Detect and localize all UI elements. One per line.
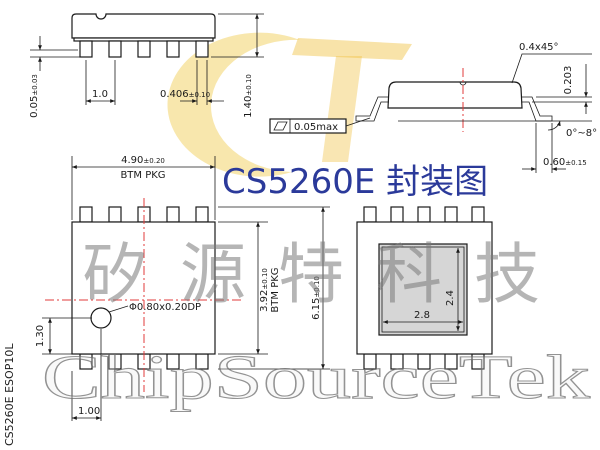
span-value: 6.15 [311, 298, 322, 320]
lead [79, 40, 93, 58]
lead [166, 40, 180, 58]
lead [444, 206, 458, 223]
lead [471, 206, 485, 223]
chamfer-dimension: 0.4x45° [519, 42, 559, 53]
lead [108, 40, 122, 58]
watermark-english: ChipSourceTek [42, 344, 590, 412]
pad-width-dimension: 2.8 [414, 310, 430, 321]
foot-length-value: 0.60 [543, 157, 565, 168]
angle-arc [547, 120, 561, 131]
standoff-dimension: 0.05±0.03 [29, 74, 40, 118]
lead [195, 206, 209, 223]
length-dimension: 4.90±0.20 [121, 155, 165, 166]
thermal-pad [378, 243, 468, 336]
standoff-tolerance: ±0.03 [31, 74, 39, 95]
length-tolerance: ±0.20 [143, 157, 164, 165]
lead [137, 40, 151, 58]
lead-left-outline [355, 96, 389, 122]
lead [166, 206, 180, 223]
bottom-view: 2.8 2.4 [356, 206, 493, 370]
lead [390, 206, 404, 223]
lead-width-value: 0.406 [160, 89, 189, 100]
pin1-dot-side [459, 81, 467, 86]
standoff-value: 0.05 [29, 96, 40, 118]
height-value: 1.40 [243, 96, 254, 118]
lead-right-outline [522, 96, 553, 122]
width-dimension: 3.92±0.10 [259, 268, 270, 312]
length-value: 4.90 [121, 155, 143, 166]
lead [363, 206, 377, 223]
flatness-value: 0.05max [294, 122, 338, 133]
lead-width-tolerance: ±0.10 [189, 91, 210, 99]
lead [108, 206, 122, 223]
foot-length-dimension: 0.60±0.15 [543, 157, 587, 168]
width-value: 3.92 [259, 290, 270, 312]
chamfer-leader [511, 53, 592, 84]
span-tolerance: ±0.10 [313, 276, 321, 297]
angle-dimension: 0°~8° [566, 128, 597, 139]
logo-crescent [167, 32, 300, 177]
span-dimension: 6.15±0.10 [311, 276, 322, 320]
width-note: BTM PKG [270, 267, 281, 312]
lead-thickness-dimension: 0.203 [563, 66, 574, 95]
logo-t-stem [322, 56, 362, 162]
logo-watermark [167, 32, 412, 177]
part-number-label: CS5260E ESOP10L [3, 343, 16, 446]
height-tolerance: ±0.10 [245, 74, 253, 95]
length-note: BTM PKG [120, 170, 165, 181]
thermal-pad-inner [381, 246, 465, 333]
pad-height-dimension: 2.4 [445, 290, 456, 306]
lead [195, 40, 209, 58]
lead-width-dimension: 0.406±0.10 [160, 89, 210, 100]
side-view: 0.4x45° 0.203 0°~8° 0.60±0.15 0.05max [269, 42, 597, 173]
pitch-dimension: 1.0 [92, 89, 108, 100]
lead [417, 206, 431, 223]
pin1-offset-x-dimension: 1.00 [78, 406, 100, 417]
lead [79, 206, 93, 223]
width-tolerance: ±0.10 [261, 268, 269, 289]
package-body-front [71, 13, 216, 39]
height-dimension: 1.40±0.10 [243, 74, 254, 118]
pin1-leader [108, 305, 129, 313]
package-body-side [387, 81, 523, 109]
page-title: CS5260E 封装图 [222, 162, 488, 202]
pin1-offset-y-dimension: 1.30 [35, 325, 46, 347]
logo-t-bar [292, 38, 412, 60]
foot-length-tolerance: ±0.15 [565, 159, 586, 167]
top-view: 4.90±0.20 BTM PKG Φ0.80x0.20DP 1.30 1.00 [35, 155, 330, 421]
flatness-symbol-icon [273, 121, 288, 131]
pin1-mark-dimension: Φ0.80x0.20DP [129, 302, 201, 313]
flatness-leader [345, 117, 371, 127]
front-view: 1.0 0.406±0.10 0.05±0.03 1.40±0.10 [29, 13, 264, 118]
